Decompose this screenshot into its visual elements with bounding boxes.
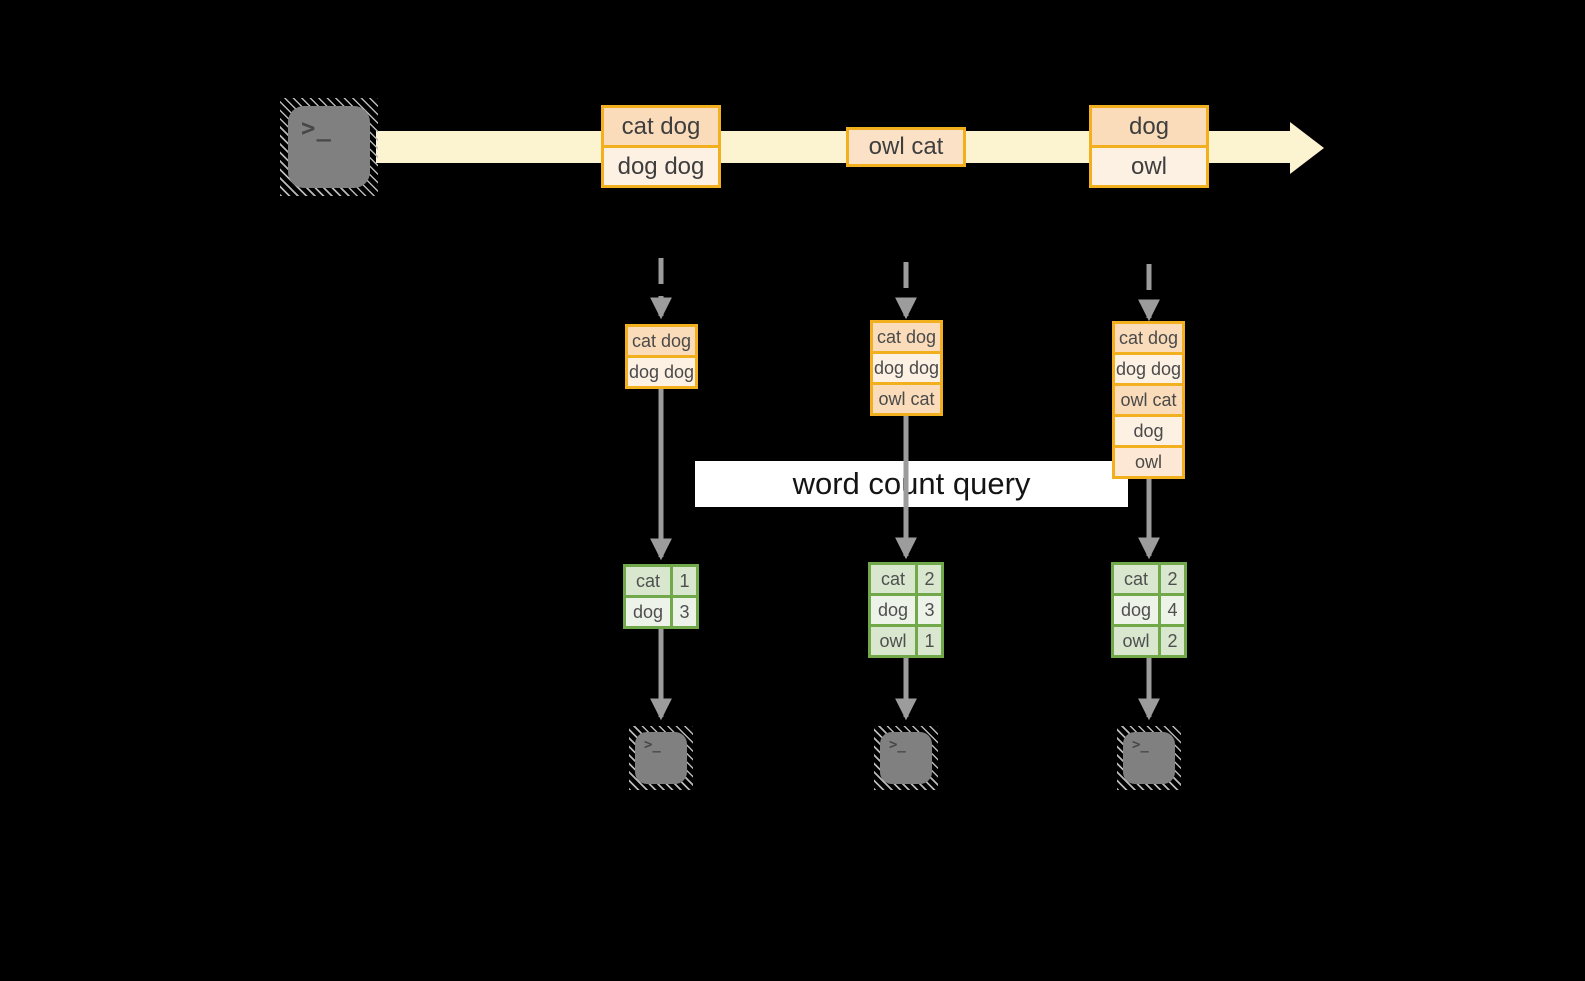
- count-table-3: cat 2 dog 4 owl 2: [1111, 562, 1187, 658]
- sink-terminal-icon: >_: [874, 726, 938, 790]
- buffer-record: dog dog: [628, 358, 695, 386]
- event-record: owl: [1092, 148, 1206, 185]
- count-value: 3: [918, 596, 941, 624]
- count-row: cat 1: [626, 567, 696, 595]
- count-row: dog 4: [1114, 596, 1184, 624]
- terminal-screen: >_: [635, 732, 687, 784]
- count-row: owl 2: [1114, 627, 1184, 655]
- count-word: cat: [626, 567, 670, 595]
- count-word: dog: [626, 598, 670, 626]
- count-row: dog 3: [871, 596, 941, 624]
- source-terminal-icon: >_: [280, 98, 378, 196]
- event-record: dog dog: [604, 148, 718, 185]
- buffer-record: owl cat: [873, 385, 940, 413]
- buffer-record: cat dog: [628, 327, 695, 355]
- count-word: owl: [871, 627, 915, 655]
- count-value: 2: [918, 565, 941, 593]
- event-record: cat dog: [604, 108, 718, 145]
- count-value: 2: [1161, 627, 1184, 655]
- terminal-prompt-glyph: >_: [644, 737, 661, 753]
- count-value: 2: [1161, 565, 1184, 593]
- count-value: 4: [1161, 596, 1184, 624]
- buffer-stack-1: cat dog dog dog: [625, 324, 698, 389]
- event-box-2: owl cat: [846, 127, 966, 167]
- event-box-3: dog owl: [1089, 105, 1209, 188]
- count-row: cat 2: [1114, 565, 1184, 593]
- buffer-record: dog dog: [873, 354, 940, 382]
- count-word: cat: [871, 565, 915, 593]
- buffer-record: cat dog: [1115, 324, 1182, 352]
- count-value: 3: [673, 598, 696, 626]
- count-value: 1: [673, 567, 696, 595]
- sink-terminal-icon: >_: [1117, 726, 1181, 790]
- buffer-record: dog: [1115, 417, 1182, 445]
- buffer-record: owl: [1115, 448, 1182, 476]
- count-value: 1: [918, 627, 941, 655]
- count-table-2: cat 2 dog 3 owl 1: [868, 562, 944, 658]
- terminal-screen: >_: [288, 106, 370, 188]
- terminal-prompt-glyph: >_: [889, 737, 906, 753]
- event-record: owl cat: [849, 130, 963, 164]
- count-word: cat: [1114, 565, 1158, 593]
- terminal-screen: >_: [1123, 732, 1175, 784]
- terminal-screen: >_: [880, 732, 932, 784]
- count-word: dog: [871, 596, 915, 624]
- count-row: owl 1: [871, 627, 941, 655]
- count-word: owl: [1114, 627, 1158, 655]
- terminal-prompt-glyph: >_: [1132, 737, 1149, 753]
- query-label: word count query: [695, 461, 1128, 507]
- count-word: dog: [1114, 596, 1158, 624]
- buffer-record: owl cat: [1115, 386, 1182, 414]
- event-record: dog: [1092, 108, 1206, 145]
- buffer-stack-3: cat dog dog dog owl cat dog owl: [1112, 321, 1185, 479]
- count-row: dog 3: [626, 598, 696, 626]
- count-table-1: cat 1 dog 3: [623, 564, 699, 629]
- stream-arrow-head-icon: [1290, 122, 1324, 174]
- buffer-record: cat dog: [873, 323, 940, 351]
- event-box-1: cat dog dog dog: [601, 105, 721, 188]
- buffer-record: dog dog: [1115, 355, 1182, 383]
- query-label-text: word count query: [792, 466, 1031, 501]
- buffer-stack-2: cat dog dog dog owl cat: [870, 320, 943, 416]
- count-row: cat 2: [871, 565, 941, 593]
- sink-terminal-icon: >_: [629, 726, 693, 790]
- terminal-prompt-glyph: >_: [301, 114, 332, 142]
